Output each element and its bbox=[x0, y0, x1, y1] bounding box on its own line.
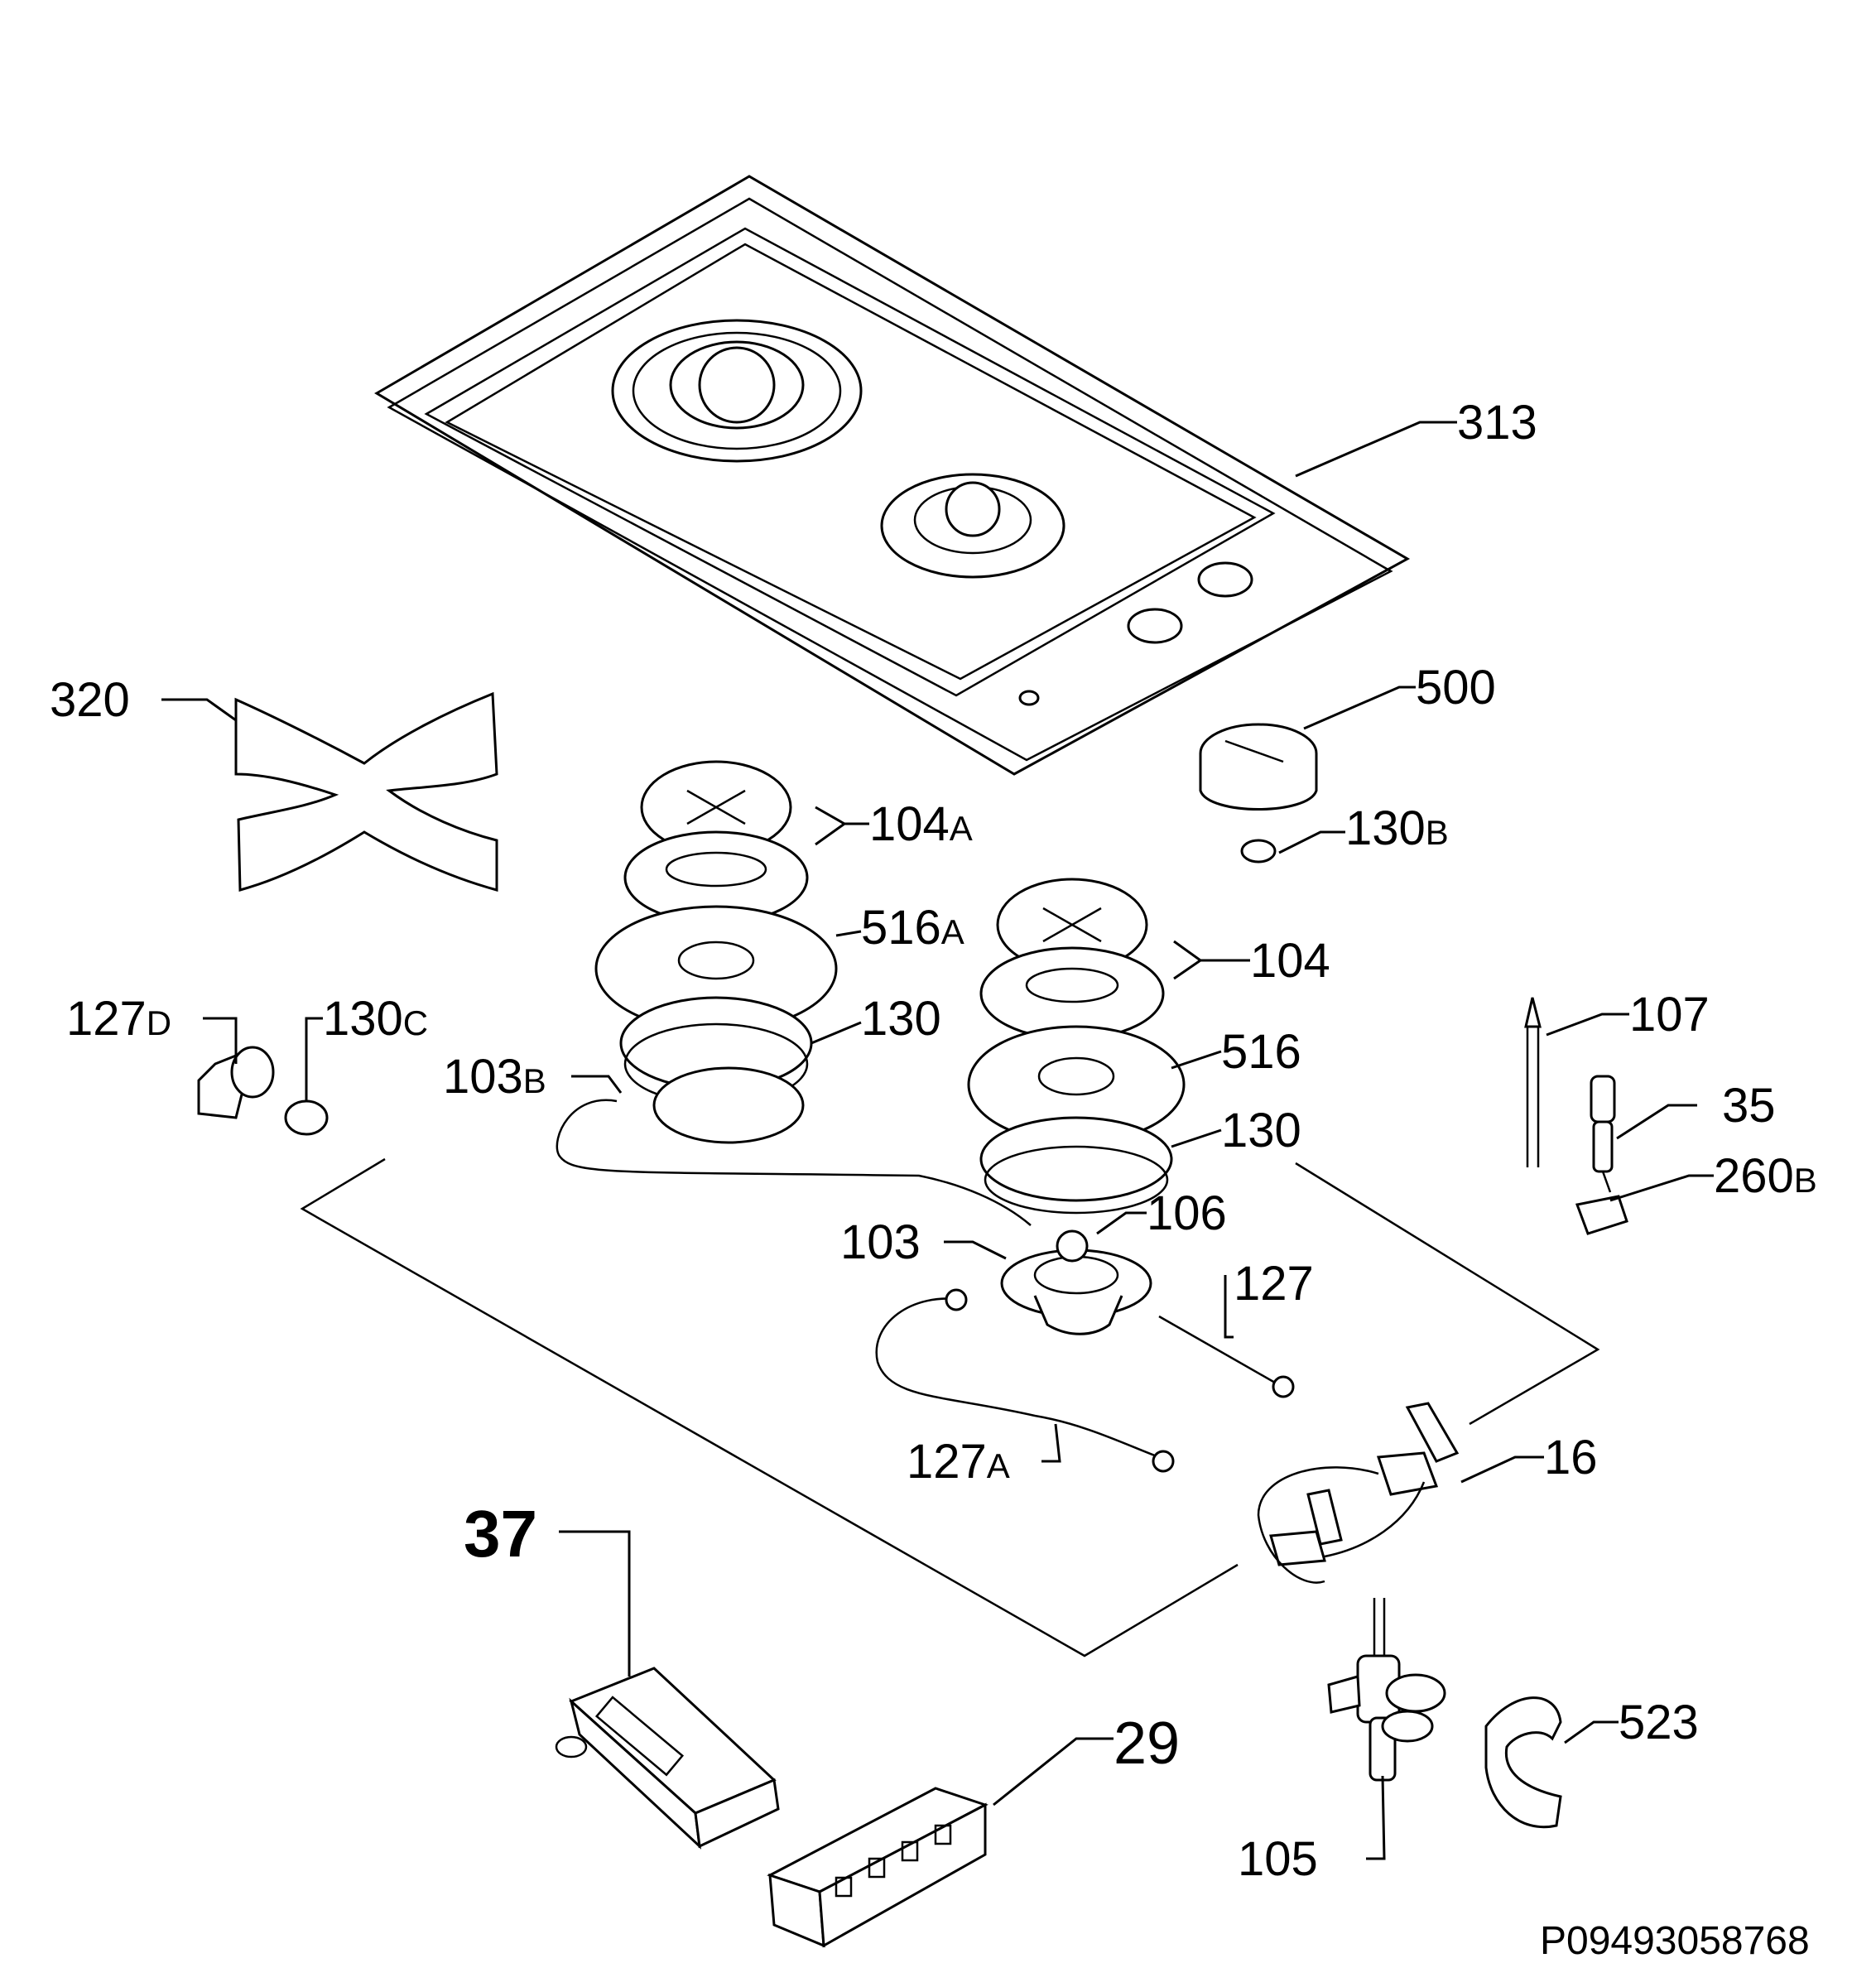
label-127: 127 bbox=[1234, 1257, 1314, 1311]
terminal-block bbox=[767, 1787, 989, 1948]
spark-generator bbox=[555, 1667, 780, 1850]
injector-pipe-127A bbox=[875, 1297, 1160, 1459]
label-500: 500 bbox=[1416, 661, 1496, 714]
injector-holder bbox=[1000, 1229, 1152, 1335]
document-code: P09493058768 bbox=[1540, 1919, 1810, 1963]
large-burner-assembly bbox=[594, 760, 838, 1144]
label-523: 523 bbox=[1619, 1696, 1699, 1749]
label-130c: 130C bbox=[323, 992, 428, 1046]
ignition-electrode bbox=[1590, 1075, 1616, 1193]
label-35: 35 bbox=[1722, 1079, 1776, 1133]
thermocouple bbox=[1524, 997, 1542, 1167]
seal-ring bbox=[284, 1099, 329, 1136]
label-106: 106 bbox=[1147, 1186, 1227, 1240]
label-516: 516 bbox=[1221, 1025, 1301, 1079]
label-130-left: 130 bbox=[861, 992, 941, 1046]
label-16: 16 bbox=[1544, 1431, 1598, 1484]
gas-tap bbox=[1327, 1598, 1446, 1782]
label-260b: 260B bbox=[1714, 1149, 1817, 1203]
label-320: 320 bbox=[50, 673, 130, 727]
hob-top-plate bbox=[374, 175, 1411, 776]
gas-pipe-127 bbox=[1158, 1315, 1276, 1384]
label-103: 103 bbox=[840, 1215, 921, 1269]
knob-ring bbox=[1240, 839, 1277, 864]
small-burner-assembly bbox=[967, 878, 1186, 1215]
leader-lines bbox=[161, 421, 1714, 1860]
control-knob bbox=[1199, 723, 1318, 811]
label-105: 105 bbox=[1238, 1832, 1318, 1886]
pan-support-grid bbox=[234, 691, 498, 892]
label-104: 104 bbox=[1250, 934, 1330, 988]
label-127d: 127D bbox=[66, 992, 171, 1046]
elbow-fitting bbox=[197, 1046, 275, 1119]
electrode-clip bbox=[1575, 1195, 1628, 1235]
label-29: 29 bbox=[1114, 1710, 1180, 1777]
label-313: 313 bbox=[1457, 396, 1537, 450]
label-104a: 104A bbox=[869, 797, 973, 851]
label-516a: 516A bbox=[861, 901, 964, 955]
label-130b: 130B bbox=[1345, 801, 1449, 855]
label-107: 107 bbox=[1629, 988, 1710, 1042]
label-130-right: 130 bbox=[1221, 1104, 1301, 1157]
label-37: 37 bbox=[464, 1497, 537, 1571]
label-127a: 127A bbox=[907, 1435, 1010, 1489]
label-103b: 103B bbox=[443, 1050, 546, 1104]
injector-pipe-left bbox=[556, 1099, 1032, 1226]
base-frame-outline bbox=[300, 1157, 1239, 1657]
tap-clip bbox=[1484, 1696, 1562, 1829]
ignition-cables bbox=[1257, 1402, 1460, 1584]
part-labels: 313 500 130B 320 104A 516A 104 127D 130C… bbox=[50, 396, 1817, 1963]
